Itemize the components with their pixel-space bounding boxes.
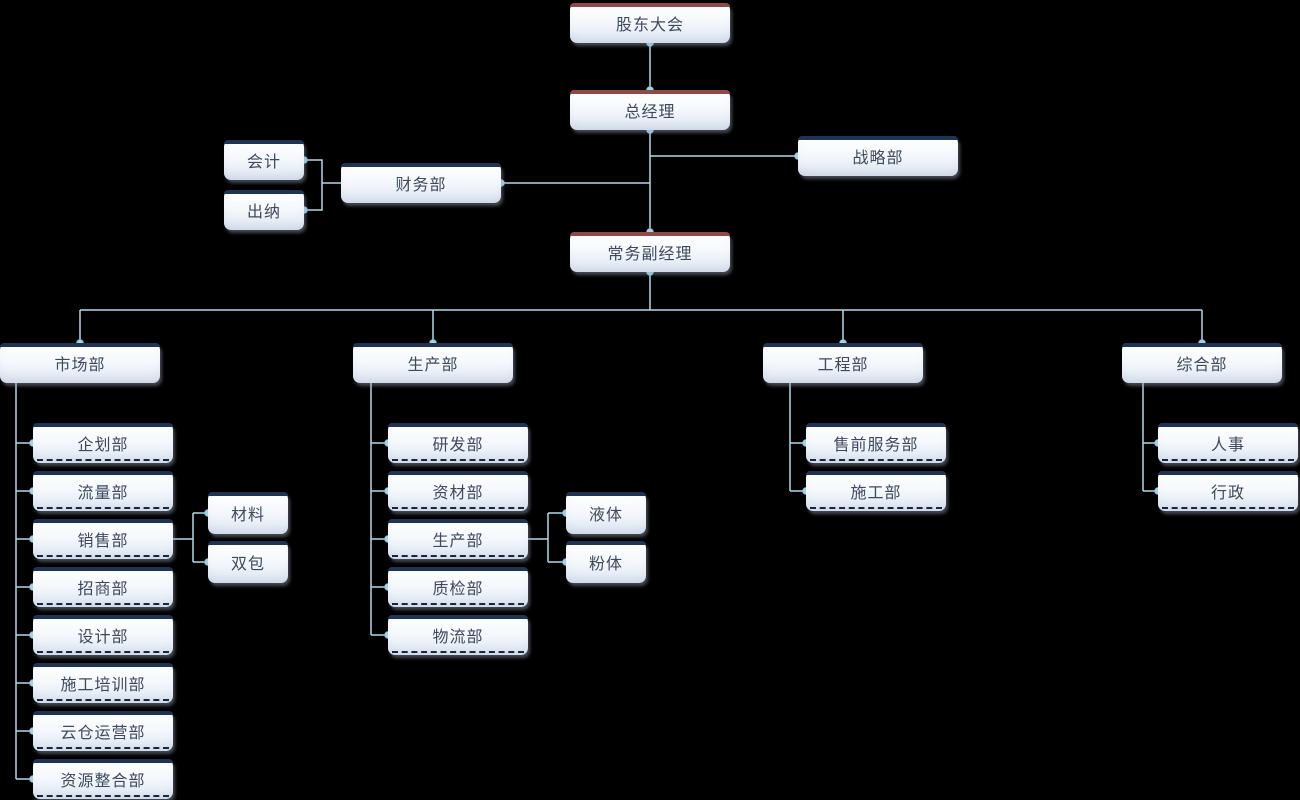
node-presales-service-dept[interactable]: 售前服务部 [806,423,946,463]
node-traffic-dept[interactable]: 流量部 [33,471,173,511]
node-quality-inspection-dept[interactable]: 质检部 [388,567,528,607]
node-accounting[interactable]: 会计 [224,140,304,180]
node-deputy-general-manager[interactable]: 常务副经理 [570,232,730,272]
node-engineering-dept[interactable]: 工程部 [763,343,923,383]
node-cloud-warehouse-ops-dept[interactable]: 云仓运营部 [33,711,173,751]
node-cashier[interactable]: 出纳 [224,190,304,230]
node-hr-dept[interactable]: 人事 [1158,423,1298,463]
node-sales-dept[interactable]: 销售部 [33,519,173,559]
node-logistics-dept[interactable]: 物流部 [388,615,528,655]
node-investment-dept[interactable]: 招商部 [33,567,173,607]
node-finance-dept[interactable]: 财务部 [341,163,501,203]
node-material-supply-dept[interactable]: 资材部 [388,471,528,511]
node-general-manager[interactable]: 总经理 [570,90,730,130]
node-production-sub-dept[interactable]: 生产部 [388,519,528,559]
node-resource-integration-dept[interactable]: 资源整合部 [33,759,173,799]
node-shareholders-meeting[interactable]: 股东大会 [570,3,730,43]
node-dual-contract[interactable]: 双包 [208,541,288,583]
node-rd-dept[interactable]: 研发部 [388,423,528,463]
node-materials[interactable]: 材料 [208,492,288,534]
node-administration-dept[interactable]: 行政 [1158,471,1298,511]
node-planning-dept[interactable]: 企划部 [33,423,173,463]
node-construction-training-dept[interactable]: 施工培训部 [33,663,173,703]
node-production-dept[interactable]: 生产部 [353,343,513,383]
node-design-dept[interactable]: 设计部 [33,615,173,655]
node-powder[interactable]: 粉体 [566,541,646,583]
node-construction-dept[interactable]: 施工部 [806,471,946,511]
node-strategy-dept[interactable]: 战略部 [798,136,958,176]
node-liquid[interactable]: 液体 [566,492,646,534]
connector-line [304,159,323,211]
node-marketing-dept[interactable]: 市场部 [0,343,160,383]
node-general-affairs-dept[interactable]: 综合部 [1122,343,1282,383]
